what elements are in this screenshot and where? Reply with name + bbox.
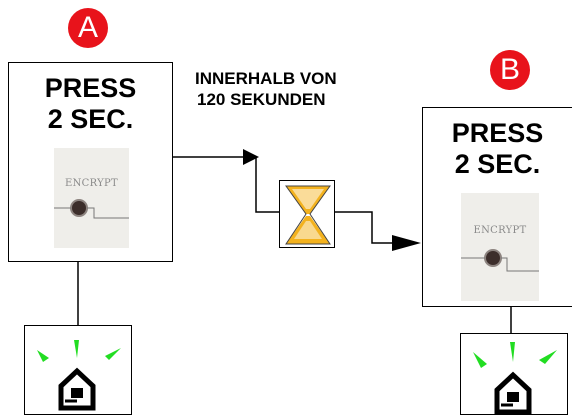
timing-note-line2: 120 SEKUNDEN — [197, 90, 326, 109]
encrypt-button-icon — [461, 249, 539, 272]
step-b-encrypt-label: ENCRYPT — [473, 225, 527, 236]
timing-note-line1: INNERHALB VON — [195, 69, 337, 88]
step-b-instruction-line1: PRESS — [451, 118, 544, 148]
step-a-encrypt-button-image: ENCRYPT — [54, 148, 129, 248]
step-b-badge: B — [490, 50, 530, 90]
encrypt-button-icon — [54, 199, 129, 219]
house-plug-icon — [473, 342, 557, 415]
step-a-instruction-line1: PRESS — [44, 73, 137, 103]
step-a-badge: A — [68, 8, 108, 48]
hourglass-graphic — [285, 185, 331, 245]
step-a-instruction-line2: 2 SEC. — [47, 104, 134, 134]
step-a-encrypt-label: ENCRYPT — [64, 178, 119, 189]
house-plug-icon — [37, 340, 121, 411]
step-b-panel: PRESS 2 SEC. ENCRYPT — [422, 107, 572, 307]
step-a-panel: PRESS 2 SEC. ENCRYPT — [8, 62, 173, 262]
step-b-encrypt-button-image: ENCRYPT — [461, 193, 539, 301]
hourglass-icon — [279, 180, 335, 248]
step-b-connector-device — [460, 333, 568, 415]
step-b-instruction-line2: 2 SEC. — [454, 149, 541, 179]
step-a-connector-device — [24, 325, 132, 415]
